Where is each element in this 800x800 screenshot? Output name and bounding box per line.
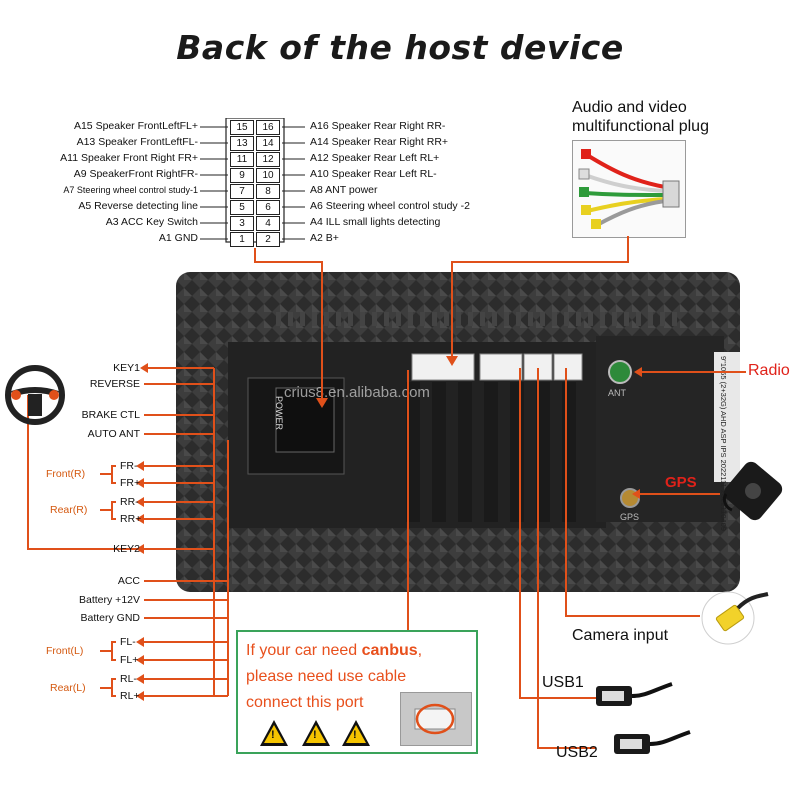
pin-13: 13 bbox=[230, 136, 254, 151]
wire-battery: Battery +12V bbox=[79, 594, 140, 606]
pin-8: 8 bbox=[256, 184, 280, 199]
pin-3: 3 bbox=[230, 216, 254, 231]
pin-label-a2: A2 B+ bbox=[310, 232, 339, 244]
pin-14: 14 bbox=[256, 136, 280, 151]
pin-11: 11 bbox=[230, 152, 254, 167]
canbus-line2: please need use cable bbox=[246, 668, 407, 685]
group-rear-r: Rear(R) bbox=[50, 504, 88, 516]
pin-10: 10 bbox=[256, 168, 280, 183]
pin-label-a7: A7 Steering wheel control study-1 bbox=[63, 185, 198, 195]
wire-key2: KEY2 bbox=[113, 543, 140, 555]
wire-key1: KEY1 bbox=[113, 362, 140, 374]
pin-label-a1: A1 GND bbox=[158, 232, 198, 244]
pin-label-a12: A12 Speaker Rear Left RL+ bbox=[310, 152, 440, 164]
pin-label-a5: A5 Reverse detecting line bbox=[78, 200, 198, 212]
wire-fl-minus: FL- bbox=[120, 636, 136, 648]
group-front-l: Front(L) bbox=[46, 645, 84, 657]
pin-1: 1 bbox=[230, 232, 254, 247]
pin-4: 4 bbox=[256, 216, 280, 231]
pin-label-a16: A16 Speaker Rear Right RR- bbox=[310, 120, 446, 132]
pin-12: 12 bbox=[256, 152, 280, 167]
warning-icon: ! bbox=[260, 720, 288, 746]
canbus-line3: connect this port bbox=[246, 694, 364, 711]
radio-label: Radio bbox=[748, 362, 790, 379]
wire-gnd: Battery GND bbox=[80, 612, 140, 624]
wire-fr-minus: FR- bbox=[120, 460, 138, 472]
pin-2: 2 bbox=[256, 232, 280, 247]
pin-5: 5 bbox=[230, 200, 254, 215]
pin-label-a3: A3 ACC Key Switch bbox=[105, 216, 198, 228]
canbus-line1: If your car need canbus, bbox=[246, 638, 422, 664]
wire-brake: BRAKE CTL bbox=[81, 409, 140, 421]
warning-icon: ! bbox=[302, 720, 330, 746]
group-front-r: Front(R) bbox=[46, 468, 86, 480]
canbus-port-photo bbox=[400, 692, 472, 746]
pin-7: 7 bbox=[230, 184, 254, 199]
canbus-keyword: canbus bbox=[361, 642, 418, 659]
canbus-line1-post: , bbox=[417, 642, 423, 659]
usb2-label: USB2 bbox=[556, 744, 598, 761]
pin-label-a11: A11 Speaker Front Right FR+ bbox=[60, 152, 198, 164]
pin-label-a15: A15 Speaker FrontLeftFL+ bbox=[73, 120, 198, 132]
wire-fl-plus: FL+ bbox=[120, 654, 139, 666]
wire-reverse: REVERSE bbox=[89, 378, 140, 390]
wire-acc: ACC bbox=[117, 575, 140, 587]
wire-fr-plus: FR+ bbox=[120, 477, 141, 489]
pin-15: 15 bbox=[230, 120, 254, 135]
usb2-cable-icon bbox=[612, 722, 692, 762]
wire-rr-minus: RR- bbox=[120, 496, 139, 508]
av-plug-image bbox=[572, 140, 686, 238]
usb1-label: USB1 bbox=[542, 674, 584, 691]
group-rear-l: Rear(L) bbox=[50, 682, 86, 694]
warning-icon: ! bbox=[342, 720, 370, 746]
pin-label-a9: A9 SpeakerFront RightFR- bbox=[73, 168, 198, 180]
pin-label-a6: A6 Steering wheel control study -2 bbox=[310, 200, 470, 212]
pin-9: 9 bbox=[230, 168, 254, 183]
gps-label: GPS bbox=[665, 474, 697, 491]
pin-label-a14: A14 Speaker Rear Right RR+ bbox=[310, 136, 449, 148]
gps-port-label: GPS bbox=[620, 512, 640, 522]
wire-rr-plus: RR+ bbox=[120, 513, 142, 525]
wire-auto-ant: AUTO ANT bbox=[87, 428, 140, 440]
ant-port-label: ANT bbox=[608, 388, 626, 398]
wire-rl-plus: RL+ bbox=[120, 690, 140, 702]
pin-label-a4: A4 ILL small lights detecting bbox=[310, 216, 441, 228]
page-title: Back of the host device bbox=[176, 28, 624, 67]
camera-input-label: Camera input bbox=[572, 627, 669, 644]
camera-rca-icon bbox=[698, 588, 770, 650]
pinout-lines bbox=[200, 118, 305, 243]
av-cable-icon bbox=[578, 149, 680, 229]
gps-antenna-icon bbox=[722, 460, 784, 522]
pin-label-a10: A10 Speaker Rear Left RL- bbox=[310, 168, 437, 180]
av-plug-title-line2: multifunctional plug bbox=[572, 118, 709, 135]
av-plug-title-line1: Audio and video bbox=[572, 99, 687, 116]
watermark: crius8.en.alibaba.com bbox=[284, 384, 430, 401]
pin-16: 16 bbox=[256, 120, 280, 135]
pin-label-a8: A8 ANT power bbox=[310, 184, 378, 196]
pinout-diagram: A15 Speaker FrontLeftFL+ A13 Speaker Fro… bbox=[0, 118, 800, 248]
steering-wheel-icon bbox=[4, 364, 66, 426]
usb1-cable-icon bbox=[594, 676, 674, 716]
pin-label-a13: A13 Speaker FrontLeftFL- bbox=[76, 136, 198, 148]
canbus-note: If your car need canbus, please need use… bbox=[236, 630, 478, 754]
wire-rl-minus: RL- bbox=[120, 673, 137, 685]
canbus-line1-pre: If your car need bbox=[246, 642, 362, 659]
av-plug-title: Audio and video multifunctional plug bbox=[572, 98, 709, 136]
pin-6: 6 bbox=[256, 200, 280, 215]
